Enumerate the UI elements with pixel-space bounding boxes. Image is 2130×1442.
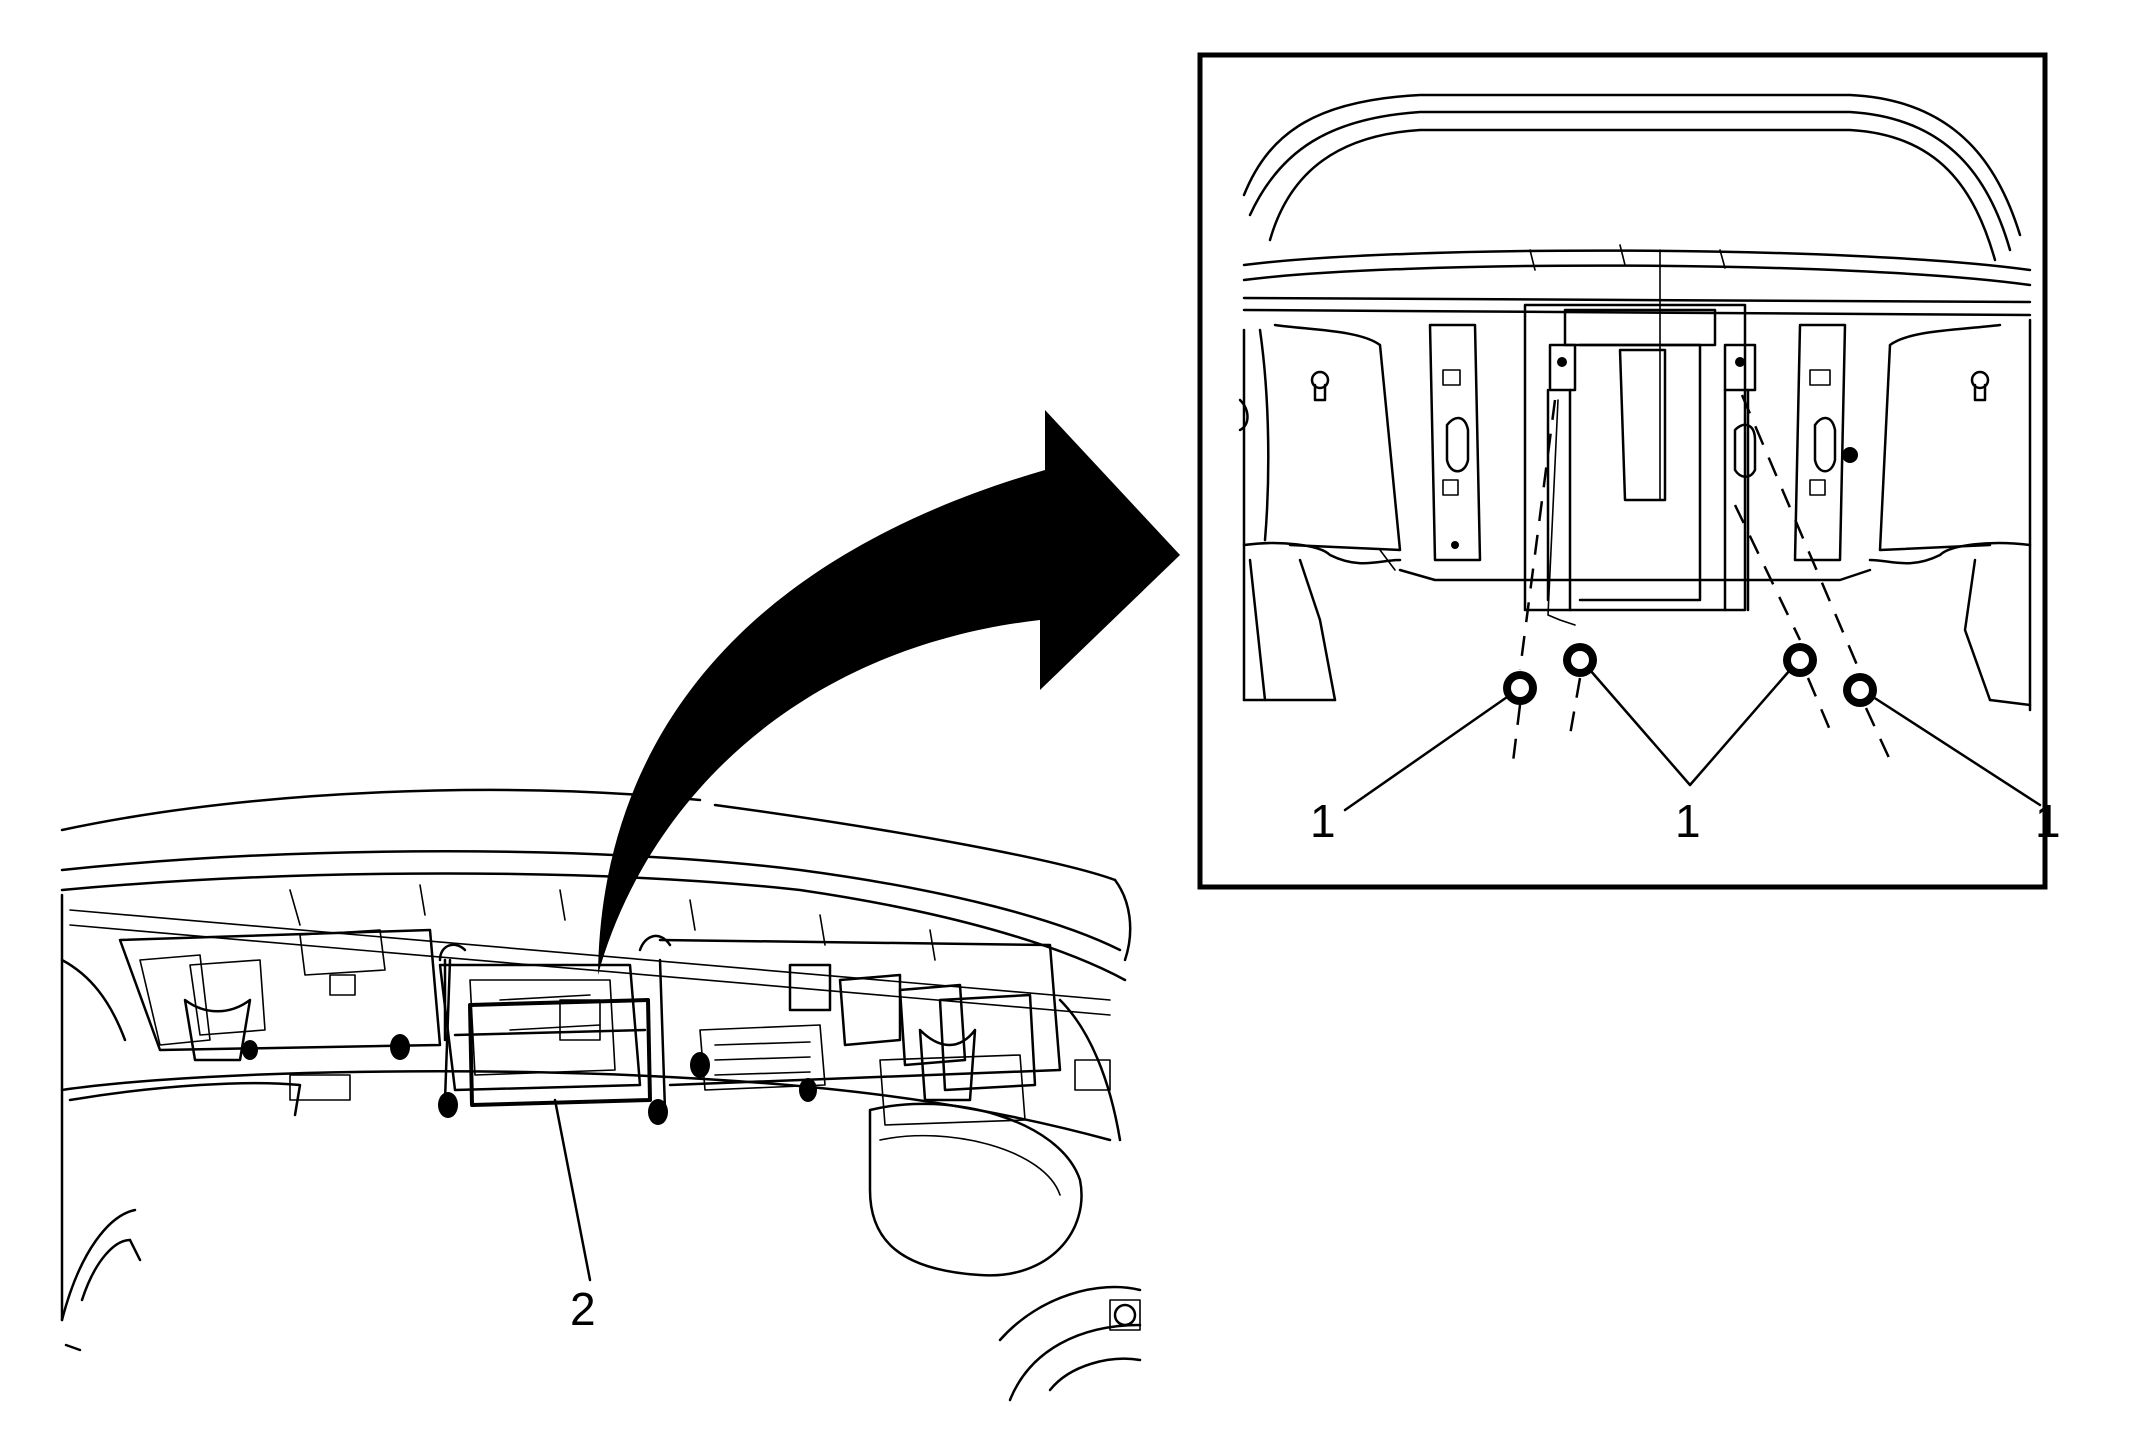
nut-callout-label-right: 1 (2035, 795, 2061, 847)
nut-callout-label-center: 1 (1675, 795, 1701, 847)
inset-frame (1197, 52, 2048, 890)
nut-icon (1503, 671, 1537, 705)
nut-icon (1563, 643, 1597, 677)
bumper-overview: 2 (60, 788, 1142, 1402)
detail-inset: 1 1 1 (1197, 52, 2061, 890)
install-path-lines (1510, 394, 1892, 771)
bracket-callout-label: 2 (570, 1283, 596, 1335)
nut-icon (1843, 673, 1877, 707)
main-view-nuts (242, 1034, 817, 1125)
inset-nuts (1503, 643, 1877, 707)
curved-arrow-icon (598, 410, 1180, 975)
nut-callout-label-left: 1 (1310, 795, 1336, 847)
bracket-leader-line (553, 1098, 592, 1282)
nut-icon (1783, 643, 1817, 677)
nut-leader-lines (1343, 668, 2042, 812)
